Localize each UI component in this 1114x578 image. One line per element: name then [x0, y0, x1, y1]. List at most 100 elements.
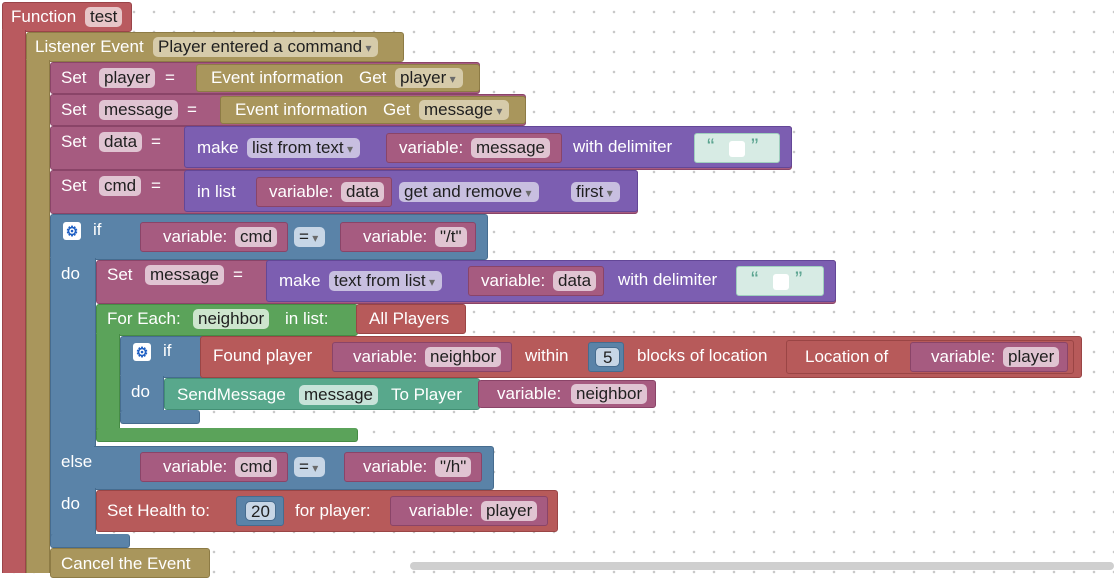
variable-name-field[interactable]: data: [341, 182, 385, 202]
variable-neighbor-block[interactable]: variable: neighbor: [332, 342, 512, 372]
variable-label: variable:: [363, 227, 428, 246]
variable-data-block[interactable]: variable: data: [256, 177, 392, 207]
variable-label: variable:: [269, 182, 334, 201]
var-cmd-lhs-block[interactable]: variable: cmd: [140, 452, 288, 482]
set-label: Set: [107, 265, 133, 284]
mode-dropdown[interactable]: text from list: [329, 271, 442, 291]
event-dropdown[interactable]: Player entered a command: [153, 37, 379, 57]
variable-label: variable:: [353, 347, 418, 366]
position-dropdown[interactable]: first: [571, 182, 620, 202]
quote-open: “: [707, 134, 715, 159]
send-message-label: SendMessage: [177, 385, 286, 404]
health-number-block[interactable]: 20: [236, 496, 284, 526]
equals-label: =: [233, 265, 243, 284]
variable-name-field[interactable]: neighbor: [425, 347, 502, 367]
within-label: within: [525, 346, 569, 365]
listener-event-block[interactable]: Listener Event Player entered a command: [26, 32, 404, 62]
var-name-field[interactable]: data: [99, 132, 143, 152]
variable-name-field[interactable]: data: [553, 271, 597, 291]
var-name-field[interactable]: message: [99, 100, 178, 120]
equals-label: =: [151, 176, 161, 195]
for-each-block[interactable]: For Each: neighbor in list:: [96, 304, 358, 336]
set-label: Set: [61, 100, 87, 119]
delimiter-value-field[interactable]: [773, 274, 789, 290]
for-player-label: for player:: [295, 501, 371, 520]
var-name-field[interactable]: cmd: [99, 176, 142, 196]
variable-player-block[interactable]: variable: player: [390, 496, 548, 526]
in-list-get-block[interactable]: in list get and remove first: [184, 170, 638, 212]
if-do-bar: do: [50, 258, 96, 448]
var-h-rhs-block[interactable]: variable: "/h": [344, 452, 482, 482]
function-body-bar: [2, 30, 26, 573]
blocks-of-location-label: blocks of location: [637, 346, 768, 365]
with-delimiter-label: with delimiter: [618, 270, 718, 289]
in-list-label: in list: [197, 182, 236, 201]
to-player-label: To Player: [391, 385, 462, 404]
compare-operator-dropdown[interactable]: =: [294, 227, 326, 247]
variable-name-field[interactable]: player: [481, 501, 538, 521]
cancel-event-label: Cancel the Event: [61, 554, 191, 573]
cancel-event-block[interactable]: Cancel the Event: [50, 548, 210, 578]
variable-player-block[interactable]: variable: player: [910, 342, 1068, 372]
variable-name-field[interactable]: "/h": [435, 457, 472, 477]
delimiter-text-block[interactable]: “ ”: [694, 133, 780, 163]
message-var-field[interactable]: message: [299, 385, 378, 405]
do-label: do: [61, 264, 80, 283]
var-cmd-lhs-block[interactable]: variable: cmd: [140, 222, 288, 252]
variable-label: variable:: [931, 347, 996, 366]
mode-dropdown[interactable]: list from text: [247, 138, 360, 158]
equals-label: =: [165, 68, 175, 87]
set-health-label: Set Health to:: [107, 501, 211, 520]
elseif-bar: else if: [50, 446, 105, 490]
variable-name-field[interactable]: message: [471, 138, 550, 158]
quote-close: ”: [751, 134, 759, 159]
send-message-block[interactable]: SendMessage message To Player: [164, 378, 480, 410]
var-t-rhs-block[interactable]: variable: "/t": [340, 222, 476, 252]
gear-icon[interactable]: ⚙: [63, 222, 81, 240]
inner-if-do-bar: do: [120, 376, 164, 412]
variable-label: variable:: [497, 384, 562, 403]
variable-name-field[interactable]: neighbor: [571, 384, 648, 404]
field-dropdown[interactable]: player: [395, 68, 463, 88]
variable-name-field[interactable]: player: [1003, 347, 1060, 367]
elseif-do-bar: do: [50, 488, 96, 538]
gear-icon[interactable]: ⚙: [133, 343, 151, 361]
var-name-field[interactable]: player: [99, 68, 156, 88]
distance-number-block[interactable]: 5: [588, 342, 624, 372]
field-dropdown[interactable]: message: [419, 100, 510, 120]
variable-label: variable:: [399, 138, 464, 157]
function-name-field[interactable]: test: [85, 7, 123, 27]
event-info-label: Event information: [235, 100, 368, 119]
horizontal-scrollbar[interactable]: [410, 562, 1114, 570]
operation-dropdown[interactable]: get and remove: [399, 182, 539, 202]
inner-if-footer: [120, 410, 200, 424]
variable-data-block[interactable]: variable: data: [468, 266, 604, 296]
in-list-label: in list:: [285, 309, 329, 328]
event-info-message-block[interactable]: Event information Get message: [220, 96, 526, 124]
distance-number-field[interactable]: 5: [595, 347, 621, 367]
all-players-block[interactable]: All Players: [356, 304, 466, 334]
var-name-field[interactable]: message: [145, 265, 224, 285]
delimiter-value-field[interactable]: [729, 141, 745, 157]
delimiter-text-block[interactable]: “ ”: [736, 266, 824, 296]
for-each-footer: [96, 428, 358, 442]
variable-name-field[interactable]: cmd: [235, 227, 278, 247]
variable-name-field[interactable]: "/t": [435, 227, 467, 247]
quote-open: “: [751, 267, 759, 292]
variable-message-block[interactable]: variable: message: [386, 133, 562, 163]
loop-var-field[interactable]: neighbor: [193, 309, 270, 329]
variable-label: variable:: [481, 271, 546, 290]
do-label: do: [61, 494, 80, 513]
health-number-field[interactable]: 20: [245, 501, 276, 521]
variable-name-field[interactable]: cmd: [235, 457, 278, 477]
function-block[interactable]: Function test: [2, 2, 132, 32]
listener-body-bar: [26, 60, 50, 573]
variable-label: variable:: [163, 457, 228, 476]
if-label: if: [93, 220, 102, 239]
event-info-label: Event information: [211, 68, 344, 87]
event-info-player-block[interactable]: Event information Get player: [196, 64, 480, 92]
compare-operator-dropdown[interactable]: =: [294, 457, 326, 477]
variable-neighbor-block[interactable]: variable: neighbor: [478, 380, 656, 408]
quote-close: ”: [795, 267, 803, 292]
set-label: Set: [61, 176, 87, 195]
